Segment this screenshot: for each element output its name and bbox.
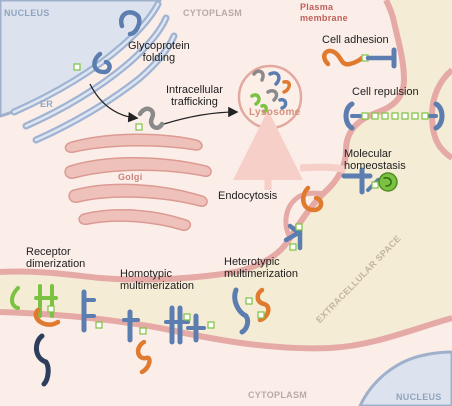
nucleus-bottom-label: NUCLEUS: [396, 392, 442, 402]
heterotypic-multimerization-proteins: [232, 287, 271, 335]
plasma-membrane: [0, 0, 408, 283]
er-to-golgi-arrow: [89, 83, 139, 123]
cell-adhesion-label: Cell adhesion: [322, 34, 389, 46]
homotypic-multimerization-label: Homotypic multimerization: [120, 268, 194, 292]
lysosome-contents: [250, 69, 291, 114]
receptor-dimerization-proteins: [10, 284, 61, 387]
cell-repulsion-label: Cell repulsion: [352, 86, 419, 98]
nucleus-bottom: [358, 350, 452, 406]
molecular-homeostasis-label: Molecular homeostasis: [344, 148, 406, 172]
plasma-membrane-label: Plasma membrane: [300, 2, 348, 23]
trafficking-protein: [135, 106, 165, 131]
cell-repulsion-proteins: [343, 101, 445, 131]
lower-cell-cytoplasm: [0, 312, 452, 406]
endocytosis-label: Endocytosis: [218, 190, 278, 202]
cell-adhesion-proteins: [322, 47, 397, 69]
endocytic-pit: [283, 190, 328, 240]
heterotypic-multimerization-label: Heterotypic multimerization: [224, 256, 298, 280]
folding-glycoprotein: [73, 10, 142, 75]
cytoplasm-bottom-label: CYTOPLASM: [248, 390, 308, 400]
receptor-dimerization-label: Receptor dimerization: [26, 246, 86, 270]
nucleus-top-label: NUCLEUS: [4, 8, 50, 18]
homeostasis-complex: [341, 167, 398, 195]
er-label: ER: [40, 99, 54, 109]
homotypic-multimerization-proteins: [81, 289, 215, 375]
glycoprotein-folding-label: Glycoprotein folding: [128, 40, 190, 64]
golgi-label: Golgi: [118, 172, 143, 182]
lysosome-label: Lysosome: [249, 107, 301, 118]
cytoplasm-top-label: CYTOPLASM: [183, 8, 243, 18]
golgi-apparatus: [64, 133, 212, 231]
endocytosis-proteins: [283, 185, 324, 251]
intracellular-trafficking-label: Intracellular trafficking: [166, 84, 223, 108]
homeostasis-arrow: [299, 163, 348, 174]
golgi-to-lysosome-arrow: [163, 106, 239, 125]
